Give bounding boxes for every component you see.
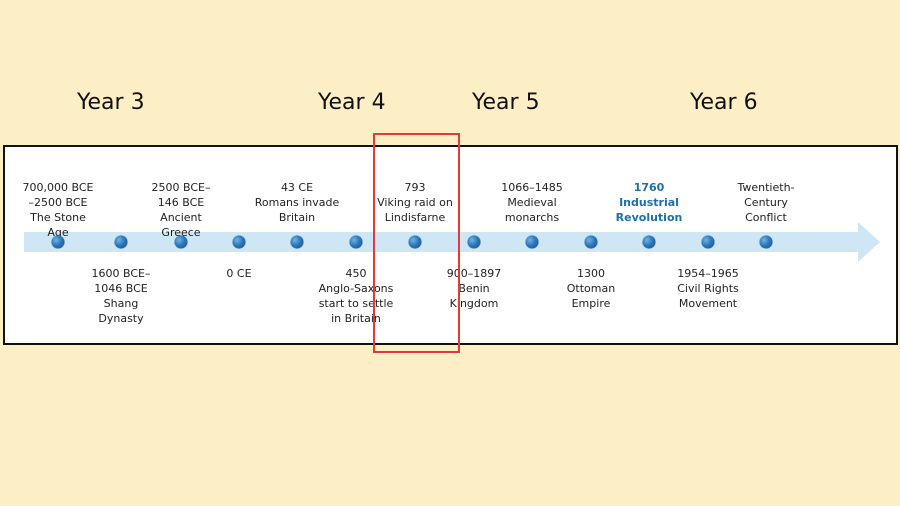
timeline-dot <box>701 235 715 249</box>
event-medieval-monarchs: 1066–1485 Medieval monarchs <box>501 181 563 224</box>
year-label-6: Year 6 <box>690 90 758 115</box>
timeline-dot <box>349 235 363 249</box>
timeline-dot <box>174 235 188 249</box>
event-benin-kingdom: 900–1897 Benin Kingdom <box>446 267 502 310</box>
timeline-dot <box>290 235 304 249</box>
timeline-dot <box>525 235 539 249</box>
event-shang-dynasty: 1600 BCE– 1046 BCE Shang Dynasty <box>91 267 151 325</box>
timeline-dot <box>232 235 246 249</box>
timeline-arrow-shape <box>24 222 880 262</box>
timeline-arrow <box>24 222 880 262</box>
highlight-frame <box>373 133 460 353</box>
event-ancient-greece: 2500 BCE– 146 BCE Ancient Greece <box>151 181 211 239</box>
event-zero-ce: 0 CE <box>226 267 252 280</box>
event-viking-raid: 793 Viking raid on Lindisfarne <box>377 181 453 224</box>
year-label-4: Year 4 <box>318 90 386 115</box>
timeline-dot <box>114 235 128 249</box>
timeline-dot <box>51 235 65 249</box>
year-label-5: Year 5 <box>472 90 540 115</box>
event-twentieth-century-conflict: Twentieth- Century Conflict <box>737 181 795 224</box>
timeline-dot <box>759 235 773 249</box>
event-ottoman-empire: 1300 Ottoman Empire <box>566 267 616 310</box>
year-label-3: Year 3 <box>77 90 145 115</box>
event-stone-age: 700,000 BCE –2500 BCE The Stone Age <box>22 181 94 239</box>
timeline-dot <box>408 235 422 249</box>
event-romans-invade: 43 CE Romans invade Britain <box>254 181 340 224</box>
timeline-dot <box>584 235 598 249</box>
event-civil-rights: 1954–1965 Civil Rights Movement <box>677 267 739 310</box>
event-industrial-revolution: 1760 Industrial Revolution <box>615 181 683 224</box>
timeline-dot <box>642 235 656 249</box>
timeline-dot <box>467 235 481 249</box>
